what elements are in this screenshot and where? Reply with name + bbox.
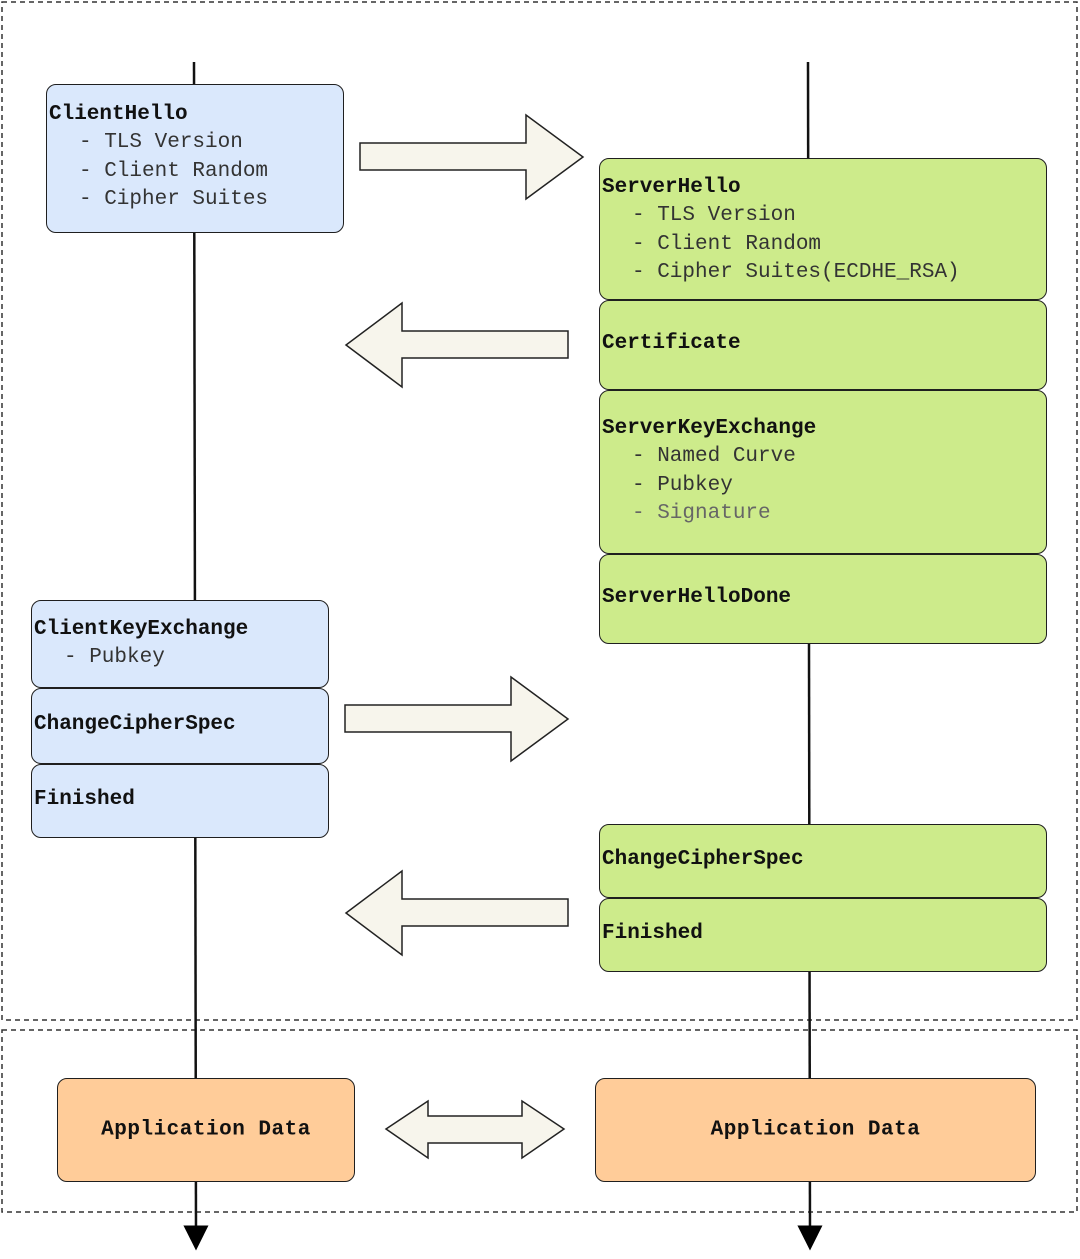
- certificate-title: Certificate: [602, 332, 741, 355]
- server-hello-done-box: ServerHelloDone: [599, 554, 1047, 644]
- client-application-data-box: Application Data: [57, 1078, 355, 1182]
- server-hello-title: ServerHello: [602, 176, 741, 199]
- client-application-data-label: Application Data: [101, 1118, 311, 1142]
- arrow-left-server-hello: [344, 301, 569, 389]
- server-application-data-box: Application Data: [595, 1078, 1036, 1182]
- client-hello-item: - Client Random: [79, 159, 269, 183]
- server-hello-item: - Client Random: [632, 232, 822, 256]
- server-change-cipher-spec-title: ChangeCipherSpec: [602, 848, 804, 871]
- certificate-box: Certificate: [599, 300, 1047, 390]
- client-finished-title: Finished: [34, 788, 135, 811]
- server-change-cipher-spec-box: ChangeCipherSpec: [599, 824, 1047, 898]
- server-finished-box: Finished: [599, 898, 1047, 972]
- server-hello-item: - TLS Version: [632, 204, 796, 227]
- client-key-exchange-item: - Pubkey: [64, 646, 165, 669]
- client-hello-item: - Cipher Suites: [79, 188, 269, 211]
- client-hello-item: - TLS Version: [79, 131, 243, 154]
- server-hello-item: - Cipher Suites(ECDHE_RSA): [632, 261, 960, 284]
- client-key-exchange-title: ClientKeyExchange: [34, 618, 249, 641]
- server-key-exchange-item: - Named Curve: [632, 445, 796, 468]
- arrow-right-client-key-exchange: [344, 675, 570, 763]
- server-finished-title: Finished: [602, 922, 703, 945]
- server-key-exchange-box: ServerKeyExchange - Named Curve - Pubkey…: [599, 390, 1047, 554]
- client-hello-title: ClientHello: [49, 103, 188, 126]
- server-hello-done-title: ServerHelloDone: [602, 586, 792, 609]
- application-data-frame: [1, 1029, 1078, 1213]
- arrow-bidirectional-application-data: [384, 1099, 566, 1160]
- handshake-frame: [1, 1, 1078, 1021]
- client-change-cipher-spec-title: ChangeCipherSpec: [34, 713, 236, 736]
- client-finished-box: Finished: [31, 764, 329, 838]
- server-application-data-label: Application Data: [710, 1118, 921, 1142]
- client-hello-box: ClientHello - TLS Version - Client Rando…: [46, 84, 344, 233]
- server-hello-box: ServerHello - TLS Version - Client Rando…: [599, 158, 1047, 300]
- client-change-cipher-spec-box: ChangeCipherSpec: [31, 688, 329, 764]
- server-key-exchange-title: ServerKeyExchange: [602, 417, 817, 440]
- server-key-exchange-item: - Signature: [632, 502, 771, 525]
- arrow-left-server-finished: [344, 869, 569, 957]
- arrow-right-client-hello: [359, 113, 585, 201]
- client-key-exchange-box: ClientKeyExchange - Pubkey: [31, 600, 329, 688]
- server-key-exchange-item: - Pubkey: [632, 473, 733, 497]
